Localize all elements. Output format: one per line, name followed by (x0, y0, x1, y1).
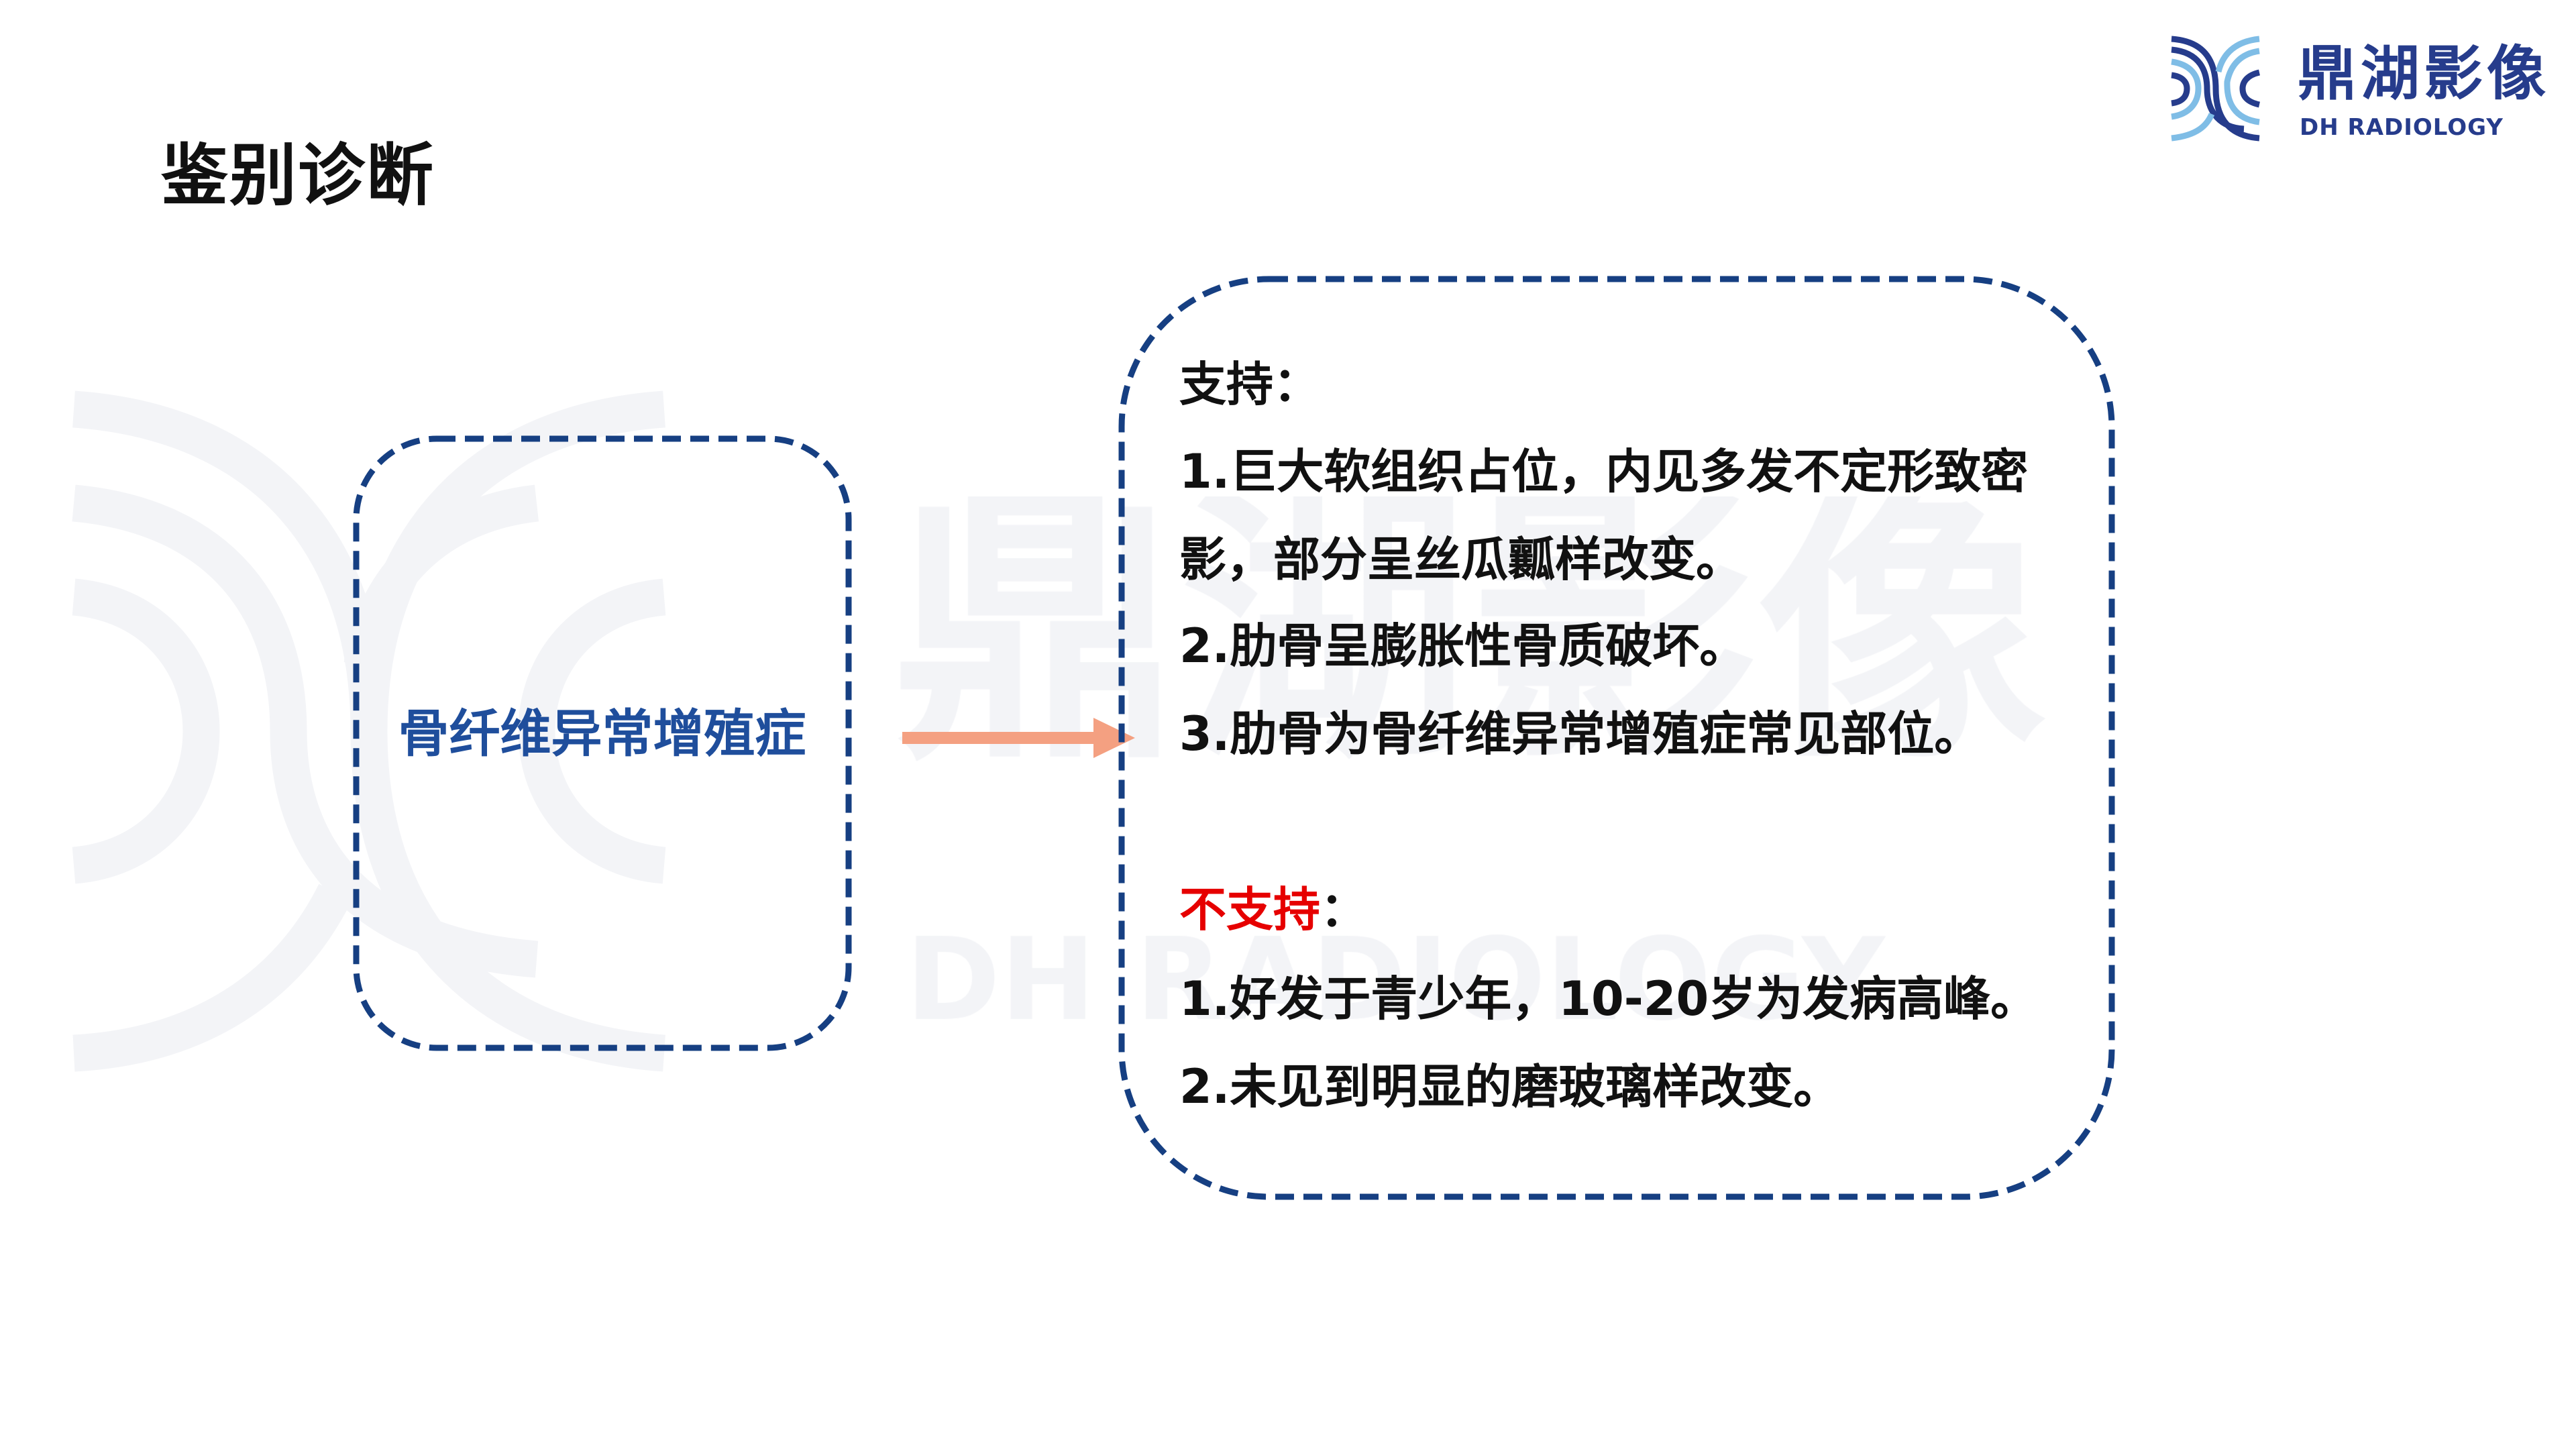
not-support-heading-text: 不支持 (1179, 882, 1320, 937)
not-support-colon: ： (1320, 882, 1367, 937)
support-colon: ： (1273, 357, 1320, 412)
support-line: 3.肋骨为骨纤维异常增殖症常见部位。 (1179, 706, 1982, 761)
brand-logo-icon (2171, 36, 2261, 142)
support-line: 2.肋骨呈膨胀性骨质破坏。 (1179, 619, 1747, 674)
arrow-right-icon (902, 718, 1135, 758)
diagnosis-box (353, 435, 852, 1051)
support-heading-text: 支持 (1179, 357, 1273, 412)
brand-name-cn: 鼎湖影像 (2298, 39, 2551, 108)
watermark-logo-icon (72, 390, 666, 1072)
brand-name-en: DH RADIOLOGY (2300, 114, 2504, 141)
diagnosis-label: 骨纤维异常增殖症 (398, 704, 806, 763)
not-support-line: 1.好发于青少年，10-20岁为发病高峰。 (1179, 971, 2038, 1026)
findings-box (1118, 276, 2115, 1200)
page-title: 鉴别诊断 (161, 136, 435, 215)
support-heading: 支持： (1179, 361, 1320, 408)
not-support-line: 2.未见到明显的磨玻璃样改变。 (1179, 1059, 1841, 1114)
support-line: 影，部分呈丝瓜瓤样改变。 (1179, 532, 1743, 587)
not-support-heading: 不支持： (1179, 886, 1367, 933)
support-line: 1.巨大软组织占位，内见多发不定形致密 (1179, 444, 2029, 499)
watermark-image (872, 496, 2576, 1073)
